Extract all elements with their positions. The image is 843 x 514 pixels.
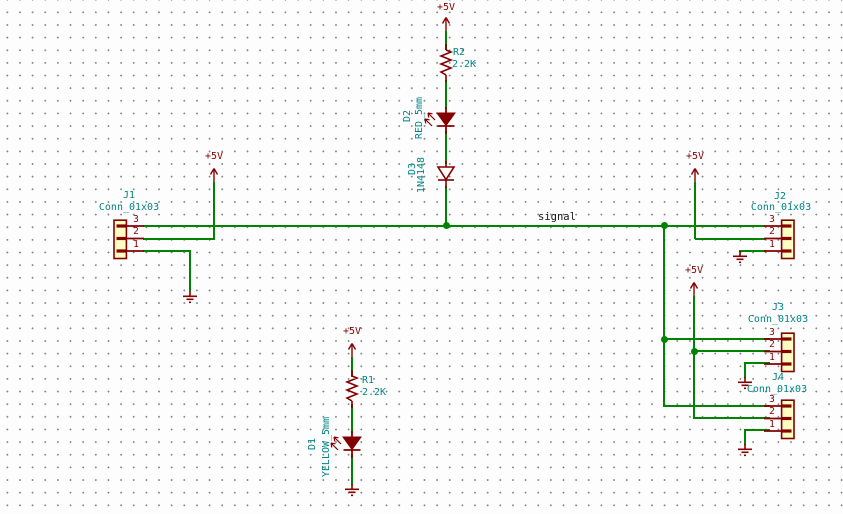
pin-number: 3 (133, 213, 139, 225)
wire-5v-right-v[interactable] (693, 296, 695, 419)
value-label-j4[interactable]: Conn_01x03 (746, 384, 808, 395)
ref-label-d1[interactable]: D1 (307, 437, 318, 451)
wire-j1-pin2-v[interactable] (213, 182, 215, 239)
wire-top-chain-1[interactable] (445, 31, 447, 50)
pin-number: 1 (769, 238, 775, 250)
value-label-d1[interactable]: YELLOW_5mm (321, 416, 332, 478)
ground-symbol[interactable] (737, 377, 753, 390)
wire-j4-pin3-h[interactable] (663, 405, 770, 407)
ground-symbol[interactable] (182, 291, 198, 304)
wire-j1-pin1-h[interactable] (143, 249, 191, 252)
wire-signal-bus[interactable] (143, 224, 765, 227)
ref-label-j2[interactable]: J2 (773, 191, 787, 202)
connector-j2-symbol[interactable] (764, 219, 795, 260)
wire-j3-pin1-h[interactable] (744, 362, 770, 364)
value-label-r2[interactable]: 2.2K (452, 59, 477, 70)
wire-j2-pin2-h[interactable] (695, 237, 766, 240)
pin-number: 1 (769, 418, 775, 430)
pin-number: 2 (769, 226, 775, 237)
power-label-5v[interactable]: +5V (685, 151, 705, 162)
ground-symbol[interactable] (737, 444, 753, 457)
led-symbol-d2[interactable] (424, 107, 458, 134)
pin-number: 2 (769, 406, 775, 417)
wire-j4-pin1-v[interactable] (744, 429, 746, 445)
diode-symbol-d3[interactable] (434, 161, 458, 188)
pin-number: 3 (769, 393, 775, 405)
power-label-5v[interactable]: +5V (342, 326, 362, 337)
junction-dot (690, 347, 698, 355)
net-label-signal[interactable]: signal (538, 211, 576, 223)
wire-j3-pin2-h[interactable] (693, 350, 770, 352)
wire-bottom-chain-3[interactable] (351, 454, 353, 485)
ref-label-r1[interactable]: R1 (362, 375, 375, 386)
value-label-d3[interactable]: 1N4148 (416, 156, 427, 194)
value-label-j1[interactable]: Conn_01x03 (98, 202, 160, 213)
wire-right-drop-v[interactable] (663, 225, 665, 407)
wire-j2-pin2-v[interactable] (694, 182, 696, 239)
value-label-d2[interactable]: RED_5mm (414, 96, 425, 140)
resistor-symbol-r2[interactable] (438, 44, 454, 82)
wire-bottom-chain-1[interactable] (351, 357, 353, 377)
ref-label-j4[interactable]: J4 (771, 372, 785, 383)
led-symbol-d1[interactable] (330, 431, 364, 458)
wire-top-chain-3[interactable] (445, 131, 447, 164)
power-arrow-icon (689, 282, 699, 296)
connector-j3-symbol[interactable] (764, 332, 795, 373)
ref-label-j1[interactable]: J1 (122, 190, 136, 201)
junction-dot (442, 222, 450, 229)
ground-symbol[interactable] (344, 484, 360, 497)
pin-number: 1 (769, 351, 775, 363)
connector-j1-symbol[interactable] (113, 219, 144, 260)
wire-bottom-chain-2[interactable] (351, 404, 353, 433)
wire-top-chain-4[interactable] (445, 186, 447, 226)
value-label-j3[interactable]: Conn_01x03 (747, 314, 809, 325)
connector-j4-symbol[interactable] (764, 399, 795, 440)
power-arrow-icon (347, 343, 357, 357)
junction-dot (660, 222, 668, 229)
wire-j1-pin2-h[interactable] (143, 237, 215, 240)
wire-j4-pin1-h[interactable] (744, 429, 770, 431)
pin-number: 2 (133, 226, 139, 237)
power-label-5v[interactable]: +5V (436, 2, 456, 13)
pin-number: 2 (769, 339, 775, 350)
power-arrow-icon (690, 168, 700, 182)
wire-j4-pin2-h[interactable] (693, 417, 770, 419)
ground-symbol[interactable] (732, 251, 748, 264)
wire-j3-pin1-v[interactable] (744, 362, 746, 378)
resistor-symbol-r1[interactable] (344, 370, 360, 408)
power-arrow-icon (441, 17, 451, 31)
ref-label-j3[interactable]: J3 (771, 302, 785, 313)
power-label-5v[interactable]: +5V (204, 151, 224, 162)
ref-label-r2[interactable]: R2 (453, 47, 466, 58)
junction-dot (660, 335, 668, 343)
power-label-5v[interactable]: +5V (684, 265, 704, 276)
wire-j3-pin3-h[interactable] (663, 338, 770, 340)
wire-top-chain-2[interactable] (445, 80, 447, 109)
power-arrow-icon (209, 168, 219, 182)
pin-number: 3 (769, 213, 775, 225)
value-label-r1[interactable]: 2.2K (362, 387, 387, 398)
value-label-j2[interactable]: Conn_01x03 (750, 202, 812, 213)
wire-j2-pin1-h[interactable] (739, 249, 766, 252)
ref-label-d2[interactable]: D2 (402, 109, 413, 123)
pin-number: 3 (769, 326, 775, 338)
wire-j1-pin1-v[interactable] (189, 250, 191, 291)
pin-number: 1 (133, 238, 139, 250)
